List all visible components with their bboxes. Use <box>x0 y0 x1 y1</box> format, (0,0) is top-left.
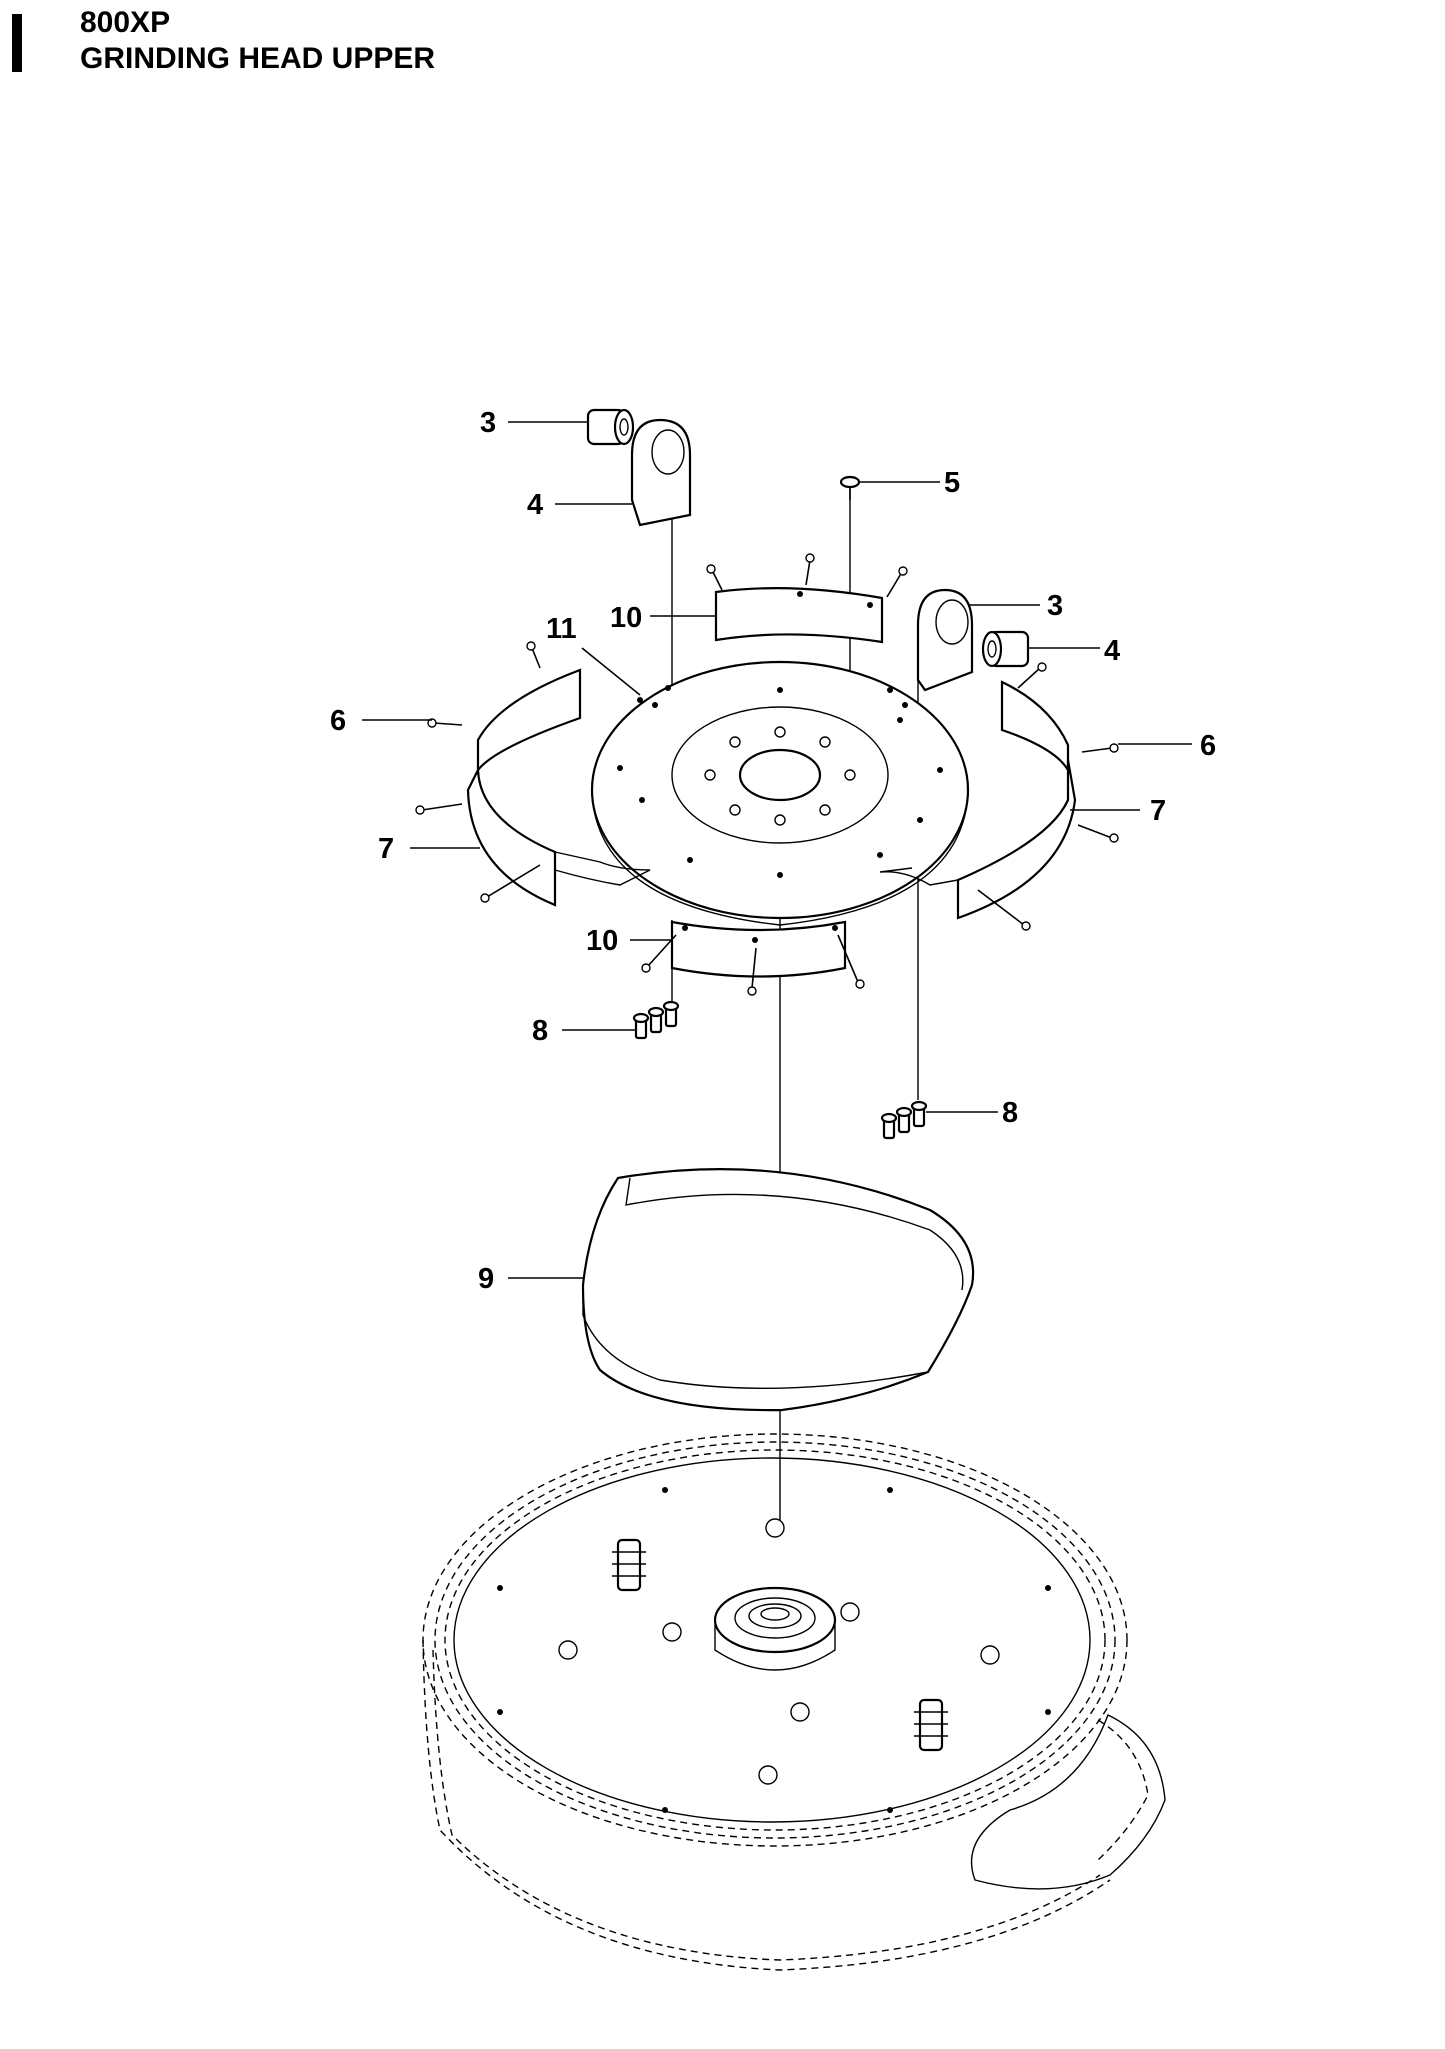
callout-3-left: 3 <box>480 407 496 439</box>
callout-7-right: 7 <box>1150 795 1166 827</box>
header-bar <box>12 14 22 72</box>
leader-lines <box>362 421 1192 1279</box>
shield-part-10-lower <box>670 920 847 978</box>
callout-11: 11 <box>546 613 577 645</box>
bolts-part-8-right <box>880 1100 928 1140</box>
mount-block-part-4-right <box>916 588 974 692</box>
mount-block-part-4-left <box>630 418 692 527</box>
screws-right-guard <box>977 662 1119 931</box>
callout-3-right: 3 <box>1047 590 1063 622</box>
callout-9: 9 <box>478 1263 494 1295</box>
gasket-part-9 <box>581 1168 975 1412</box>
bolts-part-8-left <box>632 1000 680 1040</box>
guard-part-7-right <box>879 680 1077 920</box>
callout-4-right: 4 <box>1104 635 1120 667</box>
grinding-head-housing <box>422 1433 1166 1971</box>
bushing-part-3-left <box>586 408 635 446</box>
screws-left-guard <box>415 641 541 903</box>
callout-7-left: 7 <box>378 833 394 865</box>
screws-upper-shield <box>706 553 908 598</box>
callout-8-right: 8 <box>1002 1097 1018 1129</box>
screw-part-5 <box>839 475 861 500</box>
model-name: 800XP <box>80 6 171 39</box>
page-title: GRINDING HEAD UPPER <box>80 42 436 75</box>
callout-4-left: 4 <box>527 489 543 521</box>
guard-part-7-left <box>466 668 651 907</box>
shield-part-10-upper <box>714 587 884 644</box>
callout-5: 5 <box>944 467 960 499</box>
bushing-part-3-right <box>981 630 1030 668</box>
mounting-plate-part-11 <box>590 660 970 926</box>
callout-10-upper: 10 <box>610 602 642 634</box>
callout-6-left: 6 <box>330 705 346 737</box>
callout-10-lower: 10 <box>586 925 618 957</box>
callout-6-right: 6 <box>1200 730 1216 762</box>
callout-8-left: 8 <box>532 1015 548 1047</box>
